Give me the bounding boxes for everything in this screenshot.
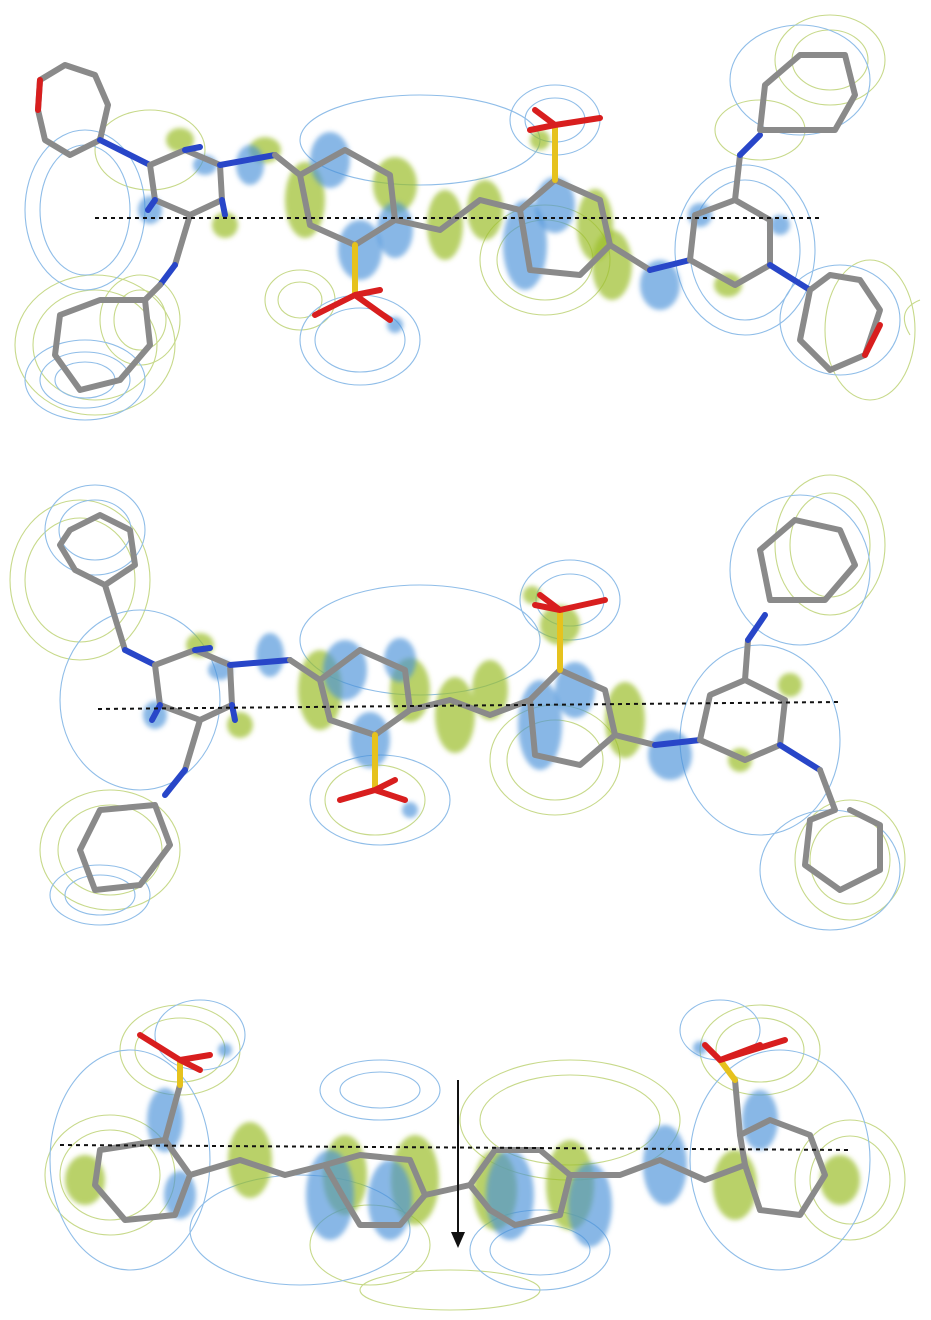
- panel-middle: [9, 474, 906, 931]
- direction-arrow: [451, 1080, 465, 1248]
- molecule-bonds: [35, 52, 883, 393]
- molecule-bonds: [92, 1032, 828, 1228]
- reference-axis-line: [97, 701, 839, 710]
- reference-axis-line: [59, 1144, 851, 1151]
- molecule-bonds: [57, 512, 883, 893]
- panel-top: [14, 14, 921, 421]
- contour-lines-green: [9, 474, 906, 921]
- panel-bottom: [44, 999, 906, 1311]
